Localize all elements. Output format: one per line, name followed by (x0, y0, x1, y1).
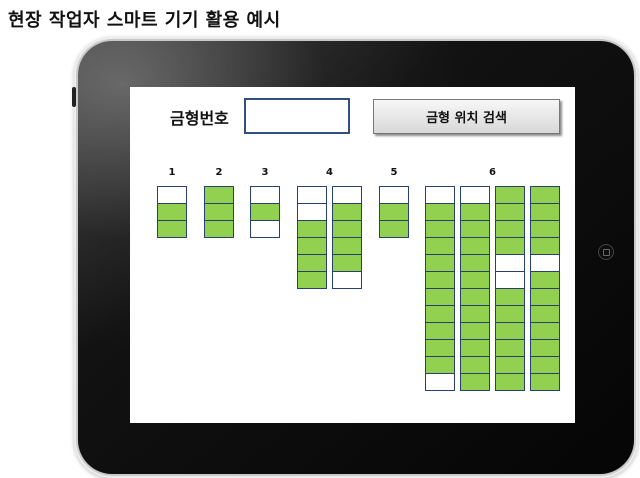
slot-occupied[interactable] (495, 237, 525, 255)
rack-number: 5 (390, 167, 398, 178)
slot-occupied[interactable] (530, 339, 560, 357)
slot-occupied[interactable] (530, 186, 560, 204)
slot-occupied[interactable] (495, 186, 525, 204)
rack-column (425, 186, 455, 391)
slot-occupied[interactable] (460, 237, 490, 255)
slot-empty[interactable] (157, 186, 187, 204)
slot-occupied[interactable] (204, 186, 234, 204)
slot-occupied[interactable] (530, 288, 560, 306)
rack-column (332, 186, 362, 289)
rack-number: 2 (215, 167, 223, 178)
slot-occupied[interactable] (425, 220, 455, 238)
slot-occupied[interactable] (530, 220, 560, 238)
slot-occupied[interactable] (379, 203, 409, 221)
rack-number: 6 (489, 167, 496, 178)
slot-occupied[interactable] (425, 339, 455, 357)
slot-empty[interactable] (250, 186, 280, 204)
home-button-icon[interactable] (598, 244, 614, 260)
slot-occupied[interactable] (425, 254, 455, 272)
rack-number: 3 (261, 167, 269, 178)
slot-occupied[interactable] (530, 356, 560, 374)
slot-occupied[interactable] (460, 254, 490, 272)
slot-occupied[interactable] (530, 373, 560, 391)
slot-occupied[interactable] (204, 220, 234, 238)
rack-column (495, 186, 525, 391)
slot-occupied[interactable] (332, 254, 362, 272)
slot-occupied[interactable] (425, 356, 455, 374)
slot-empty[interactable] (332, 271, 362, 289)
rack-column (460, 186, 490, 391)
mold-number-label: 금형번호 (170, 109, 229, 128)
tablet-device: 금형번호 금형 위치 검색 1 2 3 4 5 6 (72, 41, 634, 474)
slot-occupied[interactable] (250, 203, 280, 221)
slot-occupied[interactable] (530, 203, 560, 221)
rack-column (530, 186, 560, 391)
slot-occupied[interactable] (460, 203, 490, 221)
slot-occupied[interactable] (297, 237, 327, 255)
slot-occupied[interactable] (530, 305, 560, 323)
slot-empty[interactable] (332, 186, 362, 204)
slot-empty[interactable] (495, 254, 525, 272)
rack-number: 4 (326, 167, 333, 178)
slot-occupied[interactable] (495, 288, 525, 306)
slot-occupied[interactable] (379, 220, 409, 238)
slot-empty[interactable] (250, 220, 280, 238)
slot-empty[interactable] (425, 186, 455, 204)
slot-occupied[interactable] (332, 203, 362, 221)
rack-column (157, 186, 187, 238)
slot-occupied[interactable] (425, 322, 455, 340)
side-button (72, 87, 76, 107)
slot-occupied[interactable] (425, 271, 455, 289)
slot-occupied[interactable] (460, 288, 490, 306)
slot-occupied[interactable] (495, 305, 525, 323)
slot-occupied[interactable] (460, 356, 490, 374)
slot-occupied[interactable] (297, 254, 327, 272)
slot-occupied[interactable] (332, 220, 362, 238)
slot-occupied[interactable] (530, 322, 560, 340)
rack-number: 1 (168, 167, 176, 178)
slot-occupied[interactable] (530, 237, 560, 255)
slot-occupied[interactable] (425, 237, 455, 255)
slot-occupied[interactable] (460, 220, 490, 238)
slot-occupied[interactable] (530, 271, 560, 289)
slot-empty[interactable] (495, 271, 525, 289)
slot-occupied[interactable] (460, 373, 490, 391)
slot-occupied[interactable] (460, 271, 490, 289)
slot-empty[interactable] (460, 186, 490, 204)
slot-occupied[interactable] (495, 322, 525, 340)
mold-number-input[interactable] (244, 98, 350, 134)
slot-occupied[interactable] (495, 203, 525, 221)
slot-occupied[interactable] (332, 237, 362, 255)
rack-column (250, 186, 280, 238)
slot-occupied[interactable] (425, 203, 455, 221)
slot-occupied[interactable] (460, 322, 490, 340)
slot-empty[interactable] (379, 186, 409, 204)
slot-occupied[interactable] (495, 373, 525, 391)
slot-occupied[interactable] (204, 203, 234, 221)
slot-occupied[interactable] (157, 203, 187, 221)
slot-empty[interactable] (530, 254, 560, 272)
slot-occupied[interactable] (157, 220, 187, 238)
slot-occupied[interactable] (425, 288, 455, 306)
slot-occupied[interactable] (495, 356, 525, 374)
rack-column (379, 186, 409, 238)
slot-empty[interactable] (297, 186, 327, 204)
slot-occupied[interactable] (297, 220, 327, 238)
slot-occupied[interactable] (495, 339, 525, 357)
slot-empty[interactable] (297, 203, 327, 221)
mold-location-search-button[interactable]: 금형 위치 검색 (373, 99, 560, 134)
slot-occupied[interactable] (297, 271, 327, 289)
slot-occupied[interactable] (460, 339, 490, 357)
tablet-screen: 금형번호 금형 위치 검색 1 2 3 4 5 6 (130, 87, 575, 423)
rack-column (204, 186, 234, 238)
slot-occupied[interactable] (495, 220, 525, 238)
slot-empty[interactable] (425, 373, 455, 391)
rack-column (297, 186, 327, 289)
slot-occupied[interactable] (460, 305, 490, 323)
page-title: 현장 작업자 스마트 기기 활용 예시 (8, 10, 281, 31)
slot-occupied[interactable] (425, 305, 455, 323)
